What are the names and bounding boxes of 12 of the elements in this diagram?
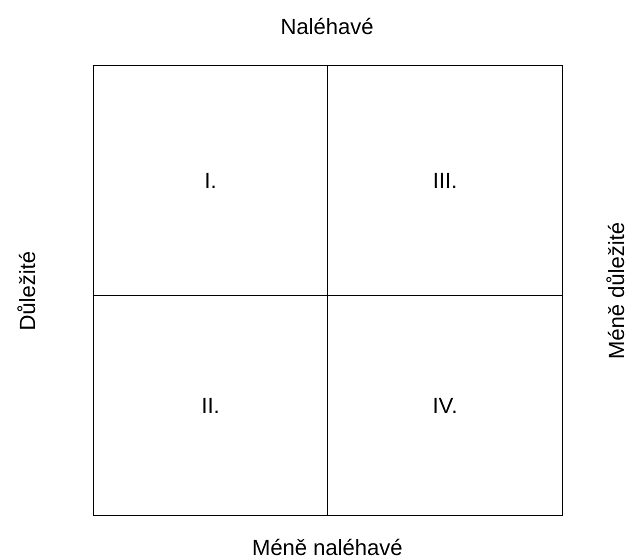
quadrant-box — [327, 295, 563, 516]
quadrant-number: III. — [432, 168, 458, 194]
axis-label: Méně naléhavé — [252, 537, 402, 559]
axis-label: Naléhavé — [280, 16, 374, 38]
quadrant-number: I. — [204, 168, 217, 194]
quadrant-box — [93, 295, 328, 516]
quadrant-box — [327, 65, 563, 296]
axis-label: Důležité — [17, 250, 39, 330]
quadrant-number: II. — [201, 392, 220, 418]
quadrant-number: IV. — [432, 392, 458, 418]
axis-label: Méně důležité — [606, 222, 628, 358]
quadrant-box — [93, 65, 328, 296]
